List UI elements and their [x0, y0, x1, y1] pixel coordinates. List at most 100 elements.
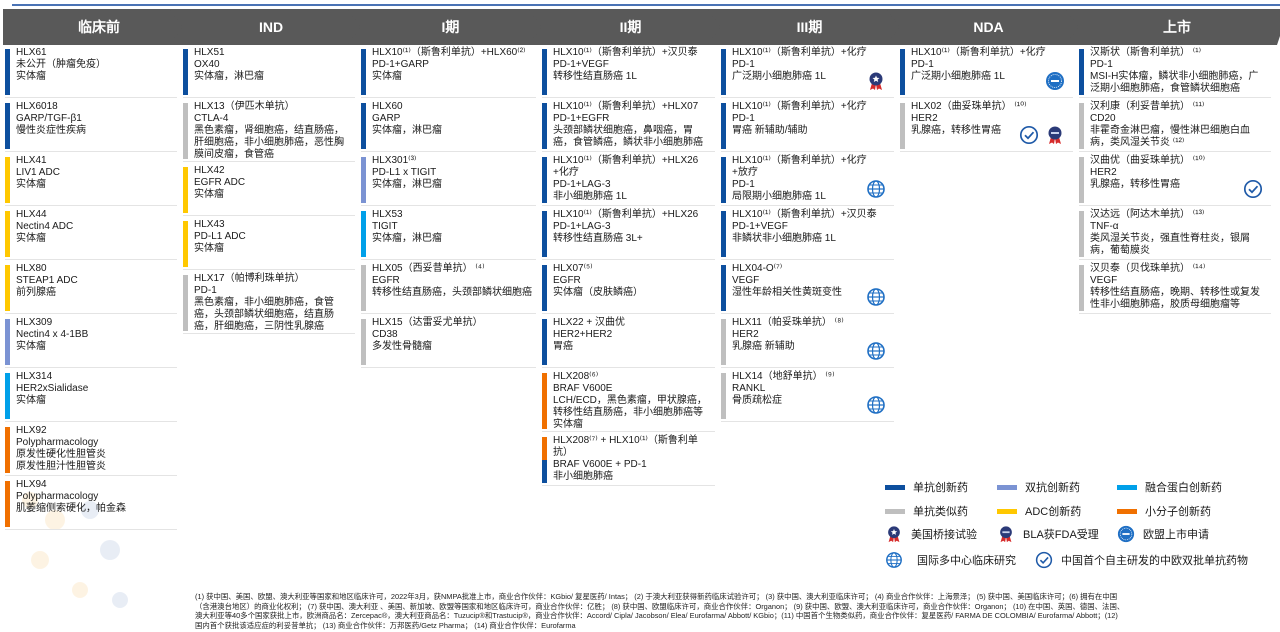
drug-name: HLX04-O⁽⁷⁾ [732, 263, 783, 274]
target: LIV1 ADC [16, 167, 60, 178]
target: PD-1+LAG-3 [553, 221, 611, 232]
indication: 类风湿关节炎，强直性脊柱炎，银屑病，葡萄膜炎 [1090, 233, 1250, 256]
indication: 多发性骨髓瘤 [372, 341, 432, 352]
target: EGFR ADC [194, 177, 246, 188]
drug-name: HLX10⁽¹⁾（斯鲁利单抗）+HLX07 [553, 101, 699, 112]
drug-name: HLX314 [16, 371, 53, 382]
category-bar [1079, 211, 1084, 257]
target: TIGIT [372, 221, 398, 232]
target: OX40 [194, 59, 220, 70]
drug-name: HLX07⁽⁵⁾ [553, 263, 593, 274]
indication: 慢性炎症性疾病 [16, 125, 86, 136]
target: Polypharmacology [16, 491, 99, 502]
bla-medal-icon [1045, 125, 1065, 145]
category-bar [542, 211, 547, 257]
footnote-line: 国内首个获批该适应症的利妥昔单抗； (13) 商业合作伙伴：万邦医药/Getz … [195, 620, 576, 630]
phase-header-3: II期 [528, 9, 733, 45]
target: CTLA-4 [194, 113, 229, 124]
indication: 实体瘤，淋巴瘤 [372, 233, 442, 244]
legend-label: 双抗创新药 [1025, 482, 1080, 494]
drug-name: HLX10⁽¹⁾（斯鲁利单抗）+HLX26 [553, 209, 699, 220]
target: PD-1 [732, 179, 755, 190]
indication: 湿性年龄相关性黄斑变性 [732, 287, 842, 298]
legend-label: 欧盟上市申请 [1143, 529, 1209, 541]
indication: 前列腺癌 [16, 287, 56, 298]
legend-china-eu-approved: 中国首个自主研发的中欧双批单抗药物 [1035, 551, 1248, 569]
drug-name: HLX10⁽¹⁾（斯鲁利单抗）+HLX26 +化疗 [553, 155, 699, 178]
indication: 非霍奇金淋巴瘤，慢性淋巴细胞白血病，类风湿关节炎 ⁽¹²⁾ [1090, 125, 1250, 148]
indication: 肌萎缩侧索硬化，帕金森 [16, 503, 126, 514]
legend-label: BLA获FDA受理 [1023, 529, 1099, 541]
indication: LCH/ECD，黑色素瘤，甲状腺癌，转移性结直肠癌，非小细胞肺癌等实体瘤 [553, 395, 707, 430]
target: PD-1 [911, 59, 934, 70]
target: PD-1+VEGF [553, 59, 609, 70]
eu-filing-icon [1117, 525, 1135, 543]
category-bar [1079, 49, 1084, 95]
indication: 实体瘤 [16, 233, 46, 244]
globe-icon [866, 179, 886, 199]
phase-header-4: III期 [707, 9, 912, 45]
phase-header-6: 上市 [1065, 9, 1280, 45]
swatch [885, 508, 905, 514]
indication: 乳腺癌 新辅助 [732, 341, 795, 352]
legend-label: 国际多中心临床研究 [917, 555, 1016, 567]
indication: 实体瘤，淋巴瘤 [194, 71, 264, 82]
target: PD-1 [732, 113, 755, 124]
target: PD-1+VEGF [732, 221, 788, 232]
drug-name: HLX309 [16, 317, 53, 328]
indication: 局限期小细胞肺癌 1L [732, 191, 826, 202]
category-bar [1079, 157, 1084, 203]
indication: 乳腺癌，转移性胃癌 [911, 125, 1001, 136]
globe-icon [866, 395, 886, 415]
category-bar [900, 49, 905, 95]
target: VEGF [732, 275, 760, 286]
category-bar [5, 211, 10, 257]
target: STEAP1 ADC [16, 275, 78, 286]
target: PD-L1 ADC [194, 231, 246, 242]
drug-name: HLX10⁽¹⁾（斯鲁利单抗）+化疗 [732, 101, 867, 112]
category-bar [183, 103, 188, 159]
drug-name: HLX92 [16, 425, 47, 436]
indication: MSI-H实体瘤，鳞状非小细胞肺癌，广泛期小细胞肺癌，食管鳞状细胞癌 [1090, 71, 1259, 94]
category-bar [721, 157, 726, 203]
pipeline-card: HLX208⁽⁷⁾ + HLX10⁽¹⁾（斯鲁利单抗）BRAF V600E + … [542, 435, 715, 486]
drug-name: HLX10⁽¹⁾（斯鲁利单抗）+HLX60⁽²⁾ [372, 47, 526, 58]
category-bar [721, 211, 726, 257]
target: BRAF V600E [553, 383, 613, 394]
drug-name: HLX208⁽⁷⁾ + HLX10⁽¹⁾（斯鲁利单抗） [553, 435, 698, 458]
drug-name: HLX10⁽¹⁾（斯鲁利单抗）+化疗 [911, 47, 1046, 58]
footnotes: (1) 获中国、美国、欧盟、澳大利亚等国家和地区临床许可，2022年3月，获NM… [195, 592, 1124, 630]
target: HER2 [732, 329, 759, 340]
footnote-line: （含港澳台地区）的商业化权利； (7) 获中国、澳大利亚 、美国、新加坡、欧盟等… [195, 601, 1125, 611]
target: TNF-α [1090, 221, 1119, 232]
legend-mrct: 国际多中心临床研究 [885, 551, 1016, 569]
check-circle-icon [1019, 125, 1039, 145]
target: HER2 [911, 113, 938, 124]
category-bar [5, 265, 10, 311]
drug-name: HLX02（曲妥珠单抗） ⁽¹⁰⁾ [911, 101, 1027, 112]
drug-name: 汉利康（利妥昔单抗） ⁽¹¹⁾ [1090, 101, 1205, 112]
phase-header-2: I期 [347, 9, 554, 45]
target: PD-1 [732, 59, 755, 70]
target: Polypharmacology [16, 437, 99, 448]
indication: 实体瘤 [16, 179, 46, 190]
drug-name: HLX41 [16, 155, 47, 166]
drug-name: HLX6018 [16, 101, 58, 112]
indication: 非小细胞肺癌 1L [553, 191, 627, 202]
target: +放疗 [732, 167, 758, 178]
